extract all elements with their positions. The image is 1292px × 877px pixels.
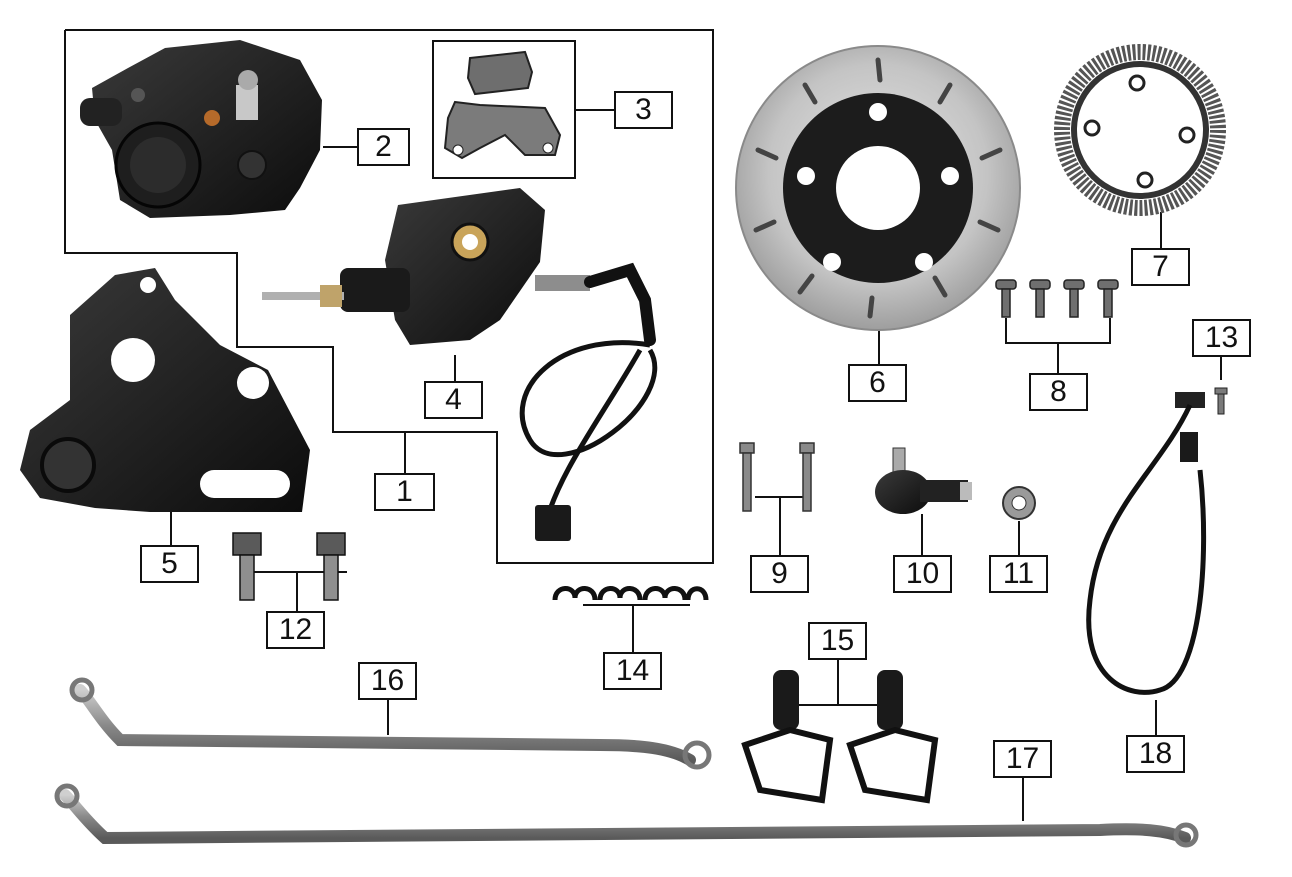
callout-14: 14	[603, 652, 662, 690]
callout-18: 18	[1126, 735, 1185, 773]
hose-clips-part	[552, 586, 709, 601]
brake-hose-long-part	[54, 783, 1199, 848]
callout-5: 5	[140, 545, 199, 583]
brake-caliper-part	[80, 40, 322, 218]
disc-bolts-part	[995, 279, 1119, 318]
callout-11: 11	[989, 555, 1048, 593]
abs-ring-part	[1054, 44, 1226, 216]
callout-16: 16	[358, 662, 417, 700]
master-cylinder-part	[262, 188, 658, 541]
callout-13: 13	[1192, 319, 1251, 357]
caliper-bracket-part	[20, 268, 310, 512]
brake-disc-part	[735, 45, 1021, 331]
callout-3: 3	[614, 91, 673, 129]
callout-17: 17	[993, 740, 1052, 778]
washer-part	[1002, 486, 1036, 520]
callout-7: 7	[1131, 248, 1190, 286]
brake-hose-short-part	[69, 677, 712, 770]
callout-15: 15	[808, 622, 867, 660]
callout-2: 2	[357, 128, 410, 166]
callout-9: 9	[750, 555, 809, 593]
abs-sensor-part	[1086, 392, 1207, 695]
long-bolts-part	[739, 442, 815, 512]
callout-1: 1	[374, 473, 435, 511]
brake-pads-part	[432, 40, 576, 179]
callout-6: 6	[848, 364, 907, 402]
small-screw-part	[1214, 387, 1228, 415]
leader-lines	[170, 109, 1222, 821]
banjo-fitting-part	[875, 447, 972, 514]
hose-guides-part	[741, 670, 939, 804]
callout-8: 8	[1029, 373, 1088, 411]
flange-bolts-part	[232, 532, 346, 601]
callout-10: 10	[893, 555, 952, 593]
callout-4: 4	[424, 381, 483, 419]
callout-12: 12	[266, 611, 325, 649]
assembly-outline	[64, 29, 714, 564]
